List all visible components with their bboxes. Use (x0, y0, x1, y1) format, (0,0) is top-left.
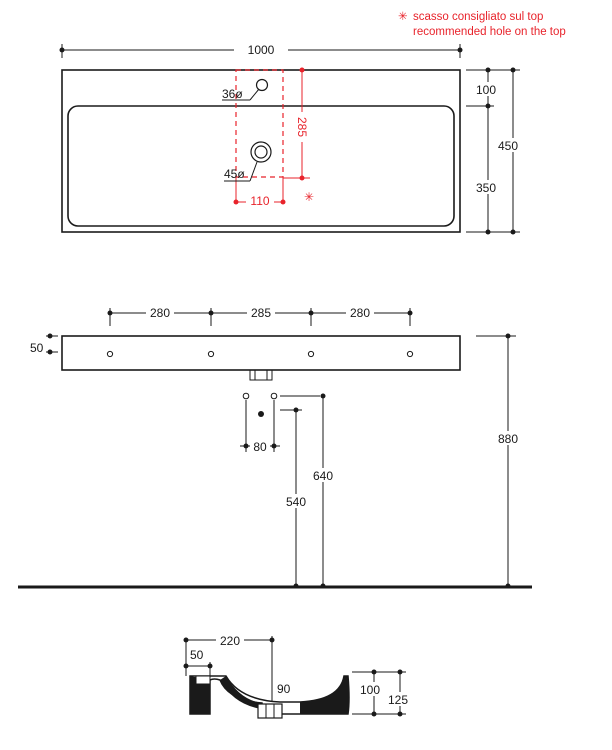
width-label: 1000 (248, 43, 275, 57)
mounting-holes (106, 350, 414, 358)
legend-line-1: scasso consigliato sul top (413, 11, 543, 23)
spacing-3: 280 (350, 306, 370, 320)
total-depth-label: 450 (498, 139, 518, 153)
dim-hole-spacing: 280 285 280 (107, 305, 413, 326)
drain-spacing-label: 80 (253, 440, 267, 454)
drain-hole: 45ø (224, 141, 272, 182)
bowl-depth-label: 350 (476, 181, 496, 195)
section-125-label: 125 (388, 693, 408, 707)
dim-heights: 540 640 880 (283, 333, 521, 589)
hole-height-label: 285 (295, 117, 309, 137)
basin-outline-top (61, 69, 461, 233)
height-640-label: 640 (313, 469, 333, 483)
section-profile (189, 675, 350, 719)
section-90-label: 90 (277, 682, 291, 696)
front-view: 280 285 280 50 (18, 305, 532, 589)
section-100-label: 100 (360, 683, 380, 697)
spacing-2: 285 (251, 306, 271, 320)
basin-front-slab (61, 335, 461, 371)
spacing-1: 280 (150, 306, 170, 320)
wall-fixings: 80 (240, 392, 320, 454)
thickness-label: 50 (30, 341, 44, 355)
dim-section-90: 90 (277, 682, 291, 696)
hole-marker: ✳ (304, 190, 314, 204)
section-view: 220 50 90 (183, 633, 412, 719)
drain-hole-label: 45ø (224, 167, 245, 181)
top-view: 1000 110 285 ✳ 3 (59, 43, 524, 235)
tap-hole: 36ø (222, 78, 269, 101)
height-880-label: 880 (498, 432, 518, 446)
height-540-label: 540 (286, 495, 306, 509)
legend-symbol: ✳ (398, 11, 408, 23)
legend-line-2: recommended hole on the top (413, 26, 566, 38)
dim-thickness: 50 (30, 333, 58, 355)
tap-hole-label: 36ø (222, 87, 243, 101)
back-depth-label: 100 (476, 83, 496, 97)
dim-section-rim: 50 (183, 640, 213, 676)
dim-width-1000: 1000 (59, 43, 463, 58)
dim-section-width: 220 (183, 633, 275, 710)
drain-stub-front (249, 369, 273, 381)
legend-note: ✳ scasso consigliato sul top recommended… (398, 11, 566, 38)
section-rim-label: 50 (190, 648, 204, 662)
section-width-label: 220 (220, 634, 240, 648)
hole-width-label: 110 (250, 194, 269, 208)
dim-section-depths: 100 125 (352, 669, 412, 717)
recommended-cutout: 110 285 ✳ (233, 67, 314, 208)
dim-depth: 100 350 450 (466, 67, 524, 235)
bowl-outline-top (67, 105, 455, 227)
